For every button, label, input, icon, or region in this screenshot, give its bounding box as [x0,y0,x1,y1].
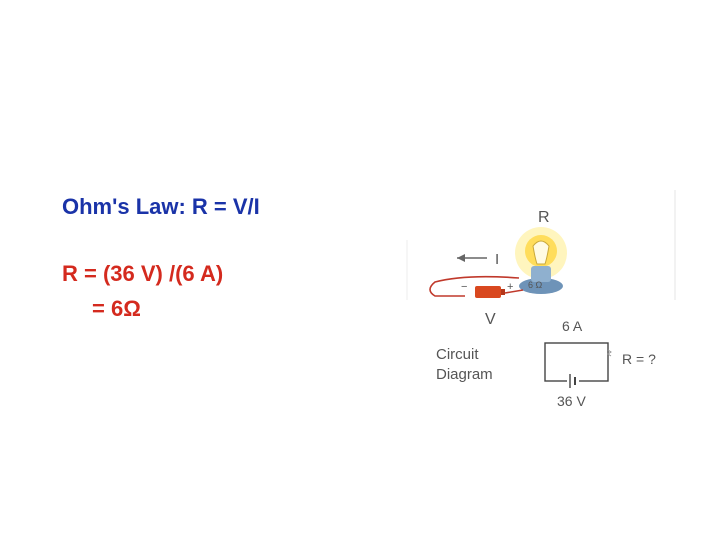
current-label: 6 A [562,318,583,334]
equation-line-1: R = (36 V) /(6 A) [62,261,224,286]
wire-right [504,289,524,294]
battery [475,286,501,298]
battery-terminal [501,289,505,295]
bulb-glass-icon [532,240,550,265]
battery-gap [567,376,579,386]
battery-plus: + [507,281,513,293]
voltage-label: 36 V [557,393,586,409]
battery-minus: − [461,281,467,293]
diagram-caption-line-1: Circuit [436,346,479,363]
label-i: I [495,251,499,268]
label-v: V [485,311,496,328]
circuit-loop [544,342,609,382]
arrow-left-icon [457,254,465,262]
wire-left [429,275,520,297]
bulb-base [519,278,563,294]
diagram-caption-line-2: Diagram [436,366,493,383]
bulb-label: 6 Ω [528,280,543,290]
circuit-illustration: R 6 Ω I − + V 6 A Circuit Diagram R = ? [406,190,676,409]
slide-title: Ohm's Law: R = V/I [62,194,260,219]
bulb-socket [531,266,551,282]
equation-line-2: = 6Ω [92,296,141,321]
label-r: R [538,209,550,226]
resistance-label: R = ? [622,351,656,367]
resistor-icon [607,349,612,357]
